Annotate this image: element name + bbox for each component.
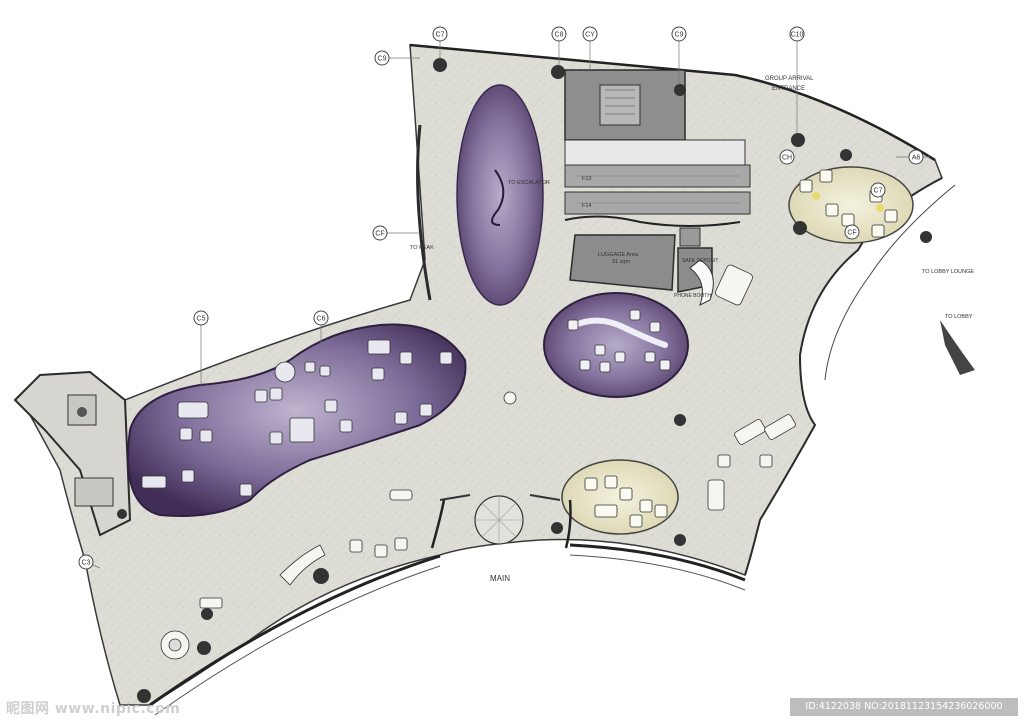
grid-bubble-c9b: C9 [671, 26, 687, 42]
grid-bubble-a6: A6 [908, 149, 924, 165]
grid-lines [85, 40, 930, 569]
label-entrance: ENTRANCE [772, 86, 805, 92]
grid-bubble-ch: CH [779, 149, 795, 165]
oval-rug-top [456, 84, 544, 306]
label-phone-booth: PHONE BOOTH [674, 293, 711, 299]
misc-furniture [160, 264, 796, 660]
grid-bubble-c7-top: C7 [432, 26, 448, 42]
right-rug-furniture [799, 169, 898, 238]
svg-text:C6: C6 [317, 316, 326, 323]
grid-bubble-c10: C10 [789, 26, 805, 42]
main-entrance [430, 494, 572, 549]
service-core [564, 69, 751, 227]
center-rug-furniture [567, 309, 671, 373]
svg-text:C7: C7 [436, 32, 445, 39]
svg-text:C9: C9 [675, 32, 684, 39]
left-service-block [13, 370, 132, 537]
label-luggage-area: LUGGAGE Area [598, 252, 639, 258]
grid-bubble-c8: C8 [551, 26, 567, 42]
label-luggage-size: 31 sqm [612, 259, 630, 265]
label-to-lobby: TO LOBBY [945, 314, 973, 320]
label-to-lobby-lounge: TO LOBBY LOUNGE [922, 269, 974, 275]
label-main: MAIN [490, 574, 510, 583]
label-group-arrival: GROUP ARRIVAL [765, 76, 814, 82]
grid-bubble-cf: CF [372, 225, 388, 241]
label-to-peak: TO PEAK [410, 245, 434, 251]
svg-text:C8: C8 [555, 32, 564, 39]
grid-bubble-cy: C9 [374, 50, 390, 66]
label-f13: F13 [582, 176, 591, 182]
watermark-left: 昵图网 www.nipic.com [6, 701, 181, 717]
facade-wall [149, 543, 746, 707]
grid-bubble-c3: C3 [78, 554, 94, 570]
grid-bubble-cf-right: CF [844, 224, 860, 240]
grid-bubbles: C7 C8 CY C9 C10 C9 C5 C6 CF A6 CH C3 CF … [78, 26, 924, 570]
svg-text:CF: CF [375, 231, 384, 238]
columns [117, 58, 932, 703]
svg-text:CF: CF [847, 230, 856, 237]
svg-text:C10: C10 [791, 32, 804, 39]
grid-bubble-c6: C6 [313, 310, 329, 326]
svg-text:A6: A6 [912, 155, 921, 162]
grid-bubble-c5: C5 [193, 310, 209, 326]
label-f14: F14 [582, 203, 591, 209]
grid-bubble-c9a: CY [582, 26, 598, 42]
grid-bubble-c7-right: C7 [870, 182, 886, 198]
svg-text:C7: C7 [874, 188, 883, 195]
label-to-escalator: TO ESCALATOR [508, 180, 550, 186]
label-safe-deposit: SAFE DEPOSIT [682, 258, 718, 264]
svg-text:C5: C5 [197, 316, 206, 323]
svg-text:CH: CH [782, 155, 792, 162]
oval-rug-center [543, 292, 689, 398]
top-facade-wall [409, 43, 936, 162]
watermark-right: ID:4122038 NO:20181123154236026000 [790, 698, 1018, 716]
lounge-furniture [141, 339, 453, 497]
bottom-rug-furniture [584, 475, 668, 528]
svg-text:CY: CY [585, 32, 595, 39]
svg-text:C9: C9 [378, 56, 387, 63]
svg-text:C3: C3 [82, 560, 91, 567]
